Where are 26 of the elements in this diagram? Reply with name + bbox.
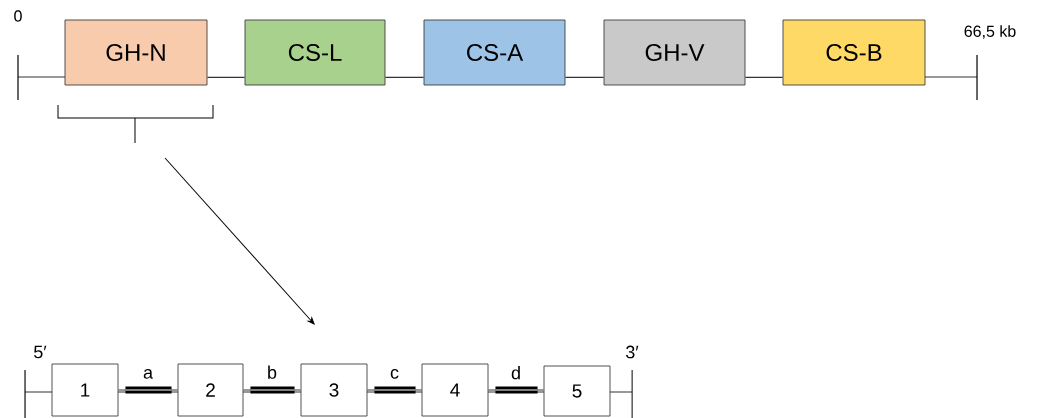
connector-line [744, 76, 784, 79]
intron-bar [373, 386, 417, 394]
axis-label: 5′ [34, 345, 47, 359]
exon-box: 4 [421, 363, 489, 417]
gene-box: CS-A [423, 19, 566, 86]
axis-label: 3′ [626, 345, 639, 359]
gene-box: GH-N [64, 19, 208, 86]
exon-box: 2 [177, 363, 244, 417]
axis-label: 0 [14, 10, 22, 22]
exon-box: 1 [51, 363, 119, 417]
exon-box: 5 [543, 365, 611, 417]
edge-label: c [390, 368, 399, 379]
edge-label: a [143, 368, 153, 379]
edge-label: d [511, 366, 520, 380]
intron-bar [249, 386, 296, 394]
axis-label: 66,5 kb [964, 25, 1016, 39]
connector-line [206, 76, 246, 79]
intron-bar [124, 386, 173, 394]
intron-bar [494, 386, 539, 394]
exon-box: 3 [300, 363, 368, 417]
connector-line [564, 76, 605, 79]
gene-box: CS-B [782, 19, 926, 86]
gene-box: CS-L [244, 19, 386, 86]
edge-label: b [268, 365, 277, 379]
gene-box: GH-V [603, 19, 746, 86]
connector-line [384, 76, 425, 79]
